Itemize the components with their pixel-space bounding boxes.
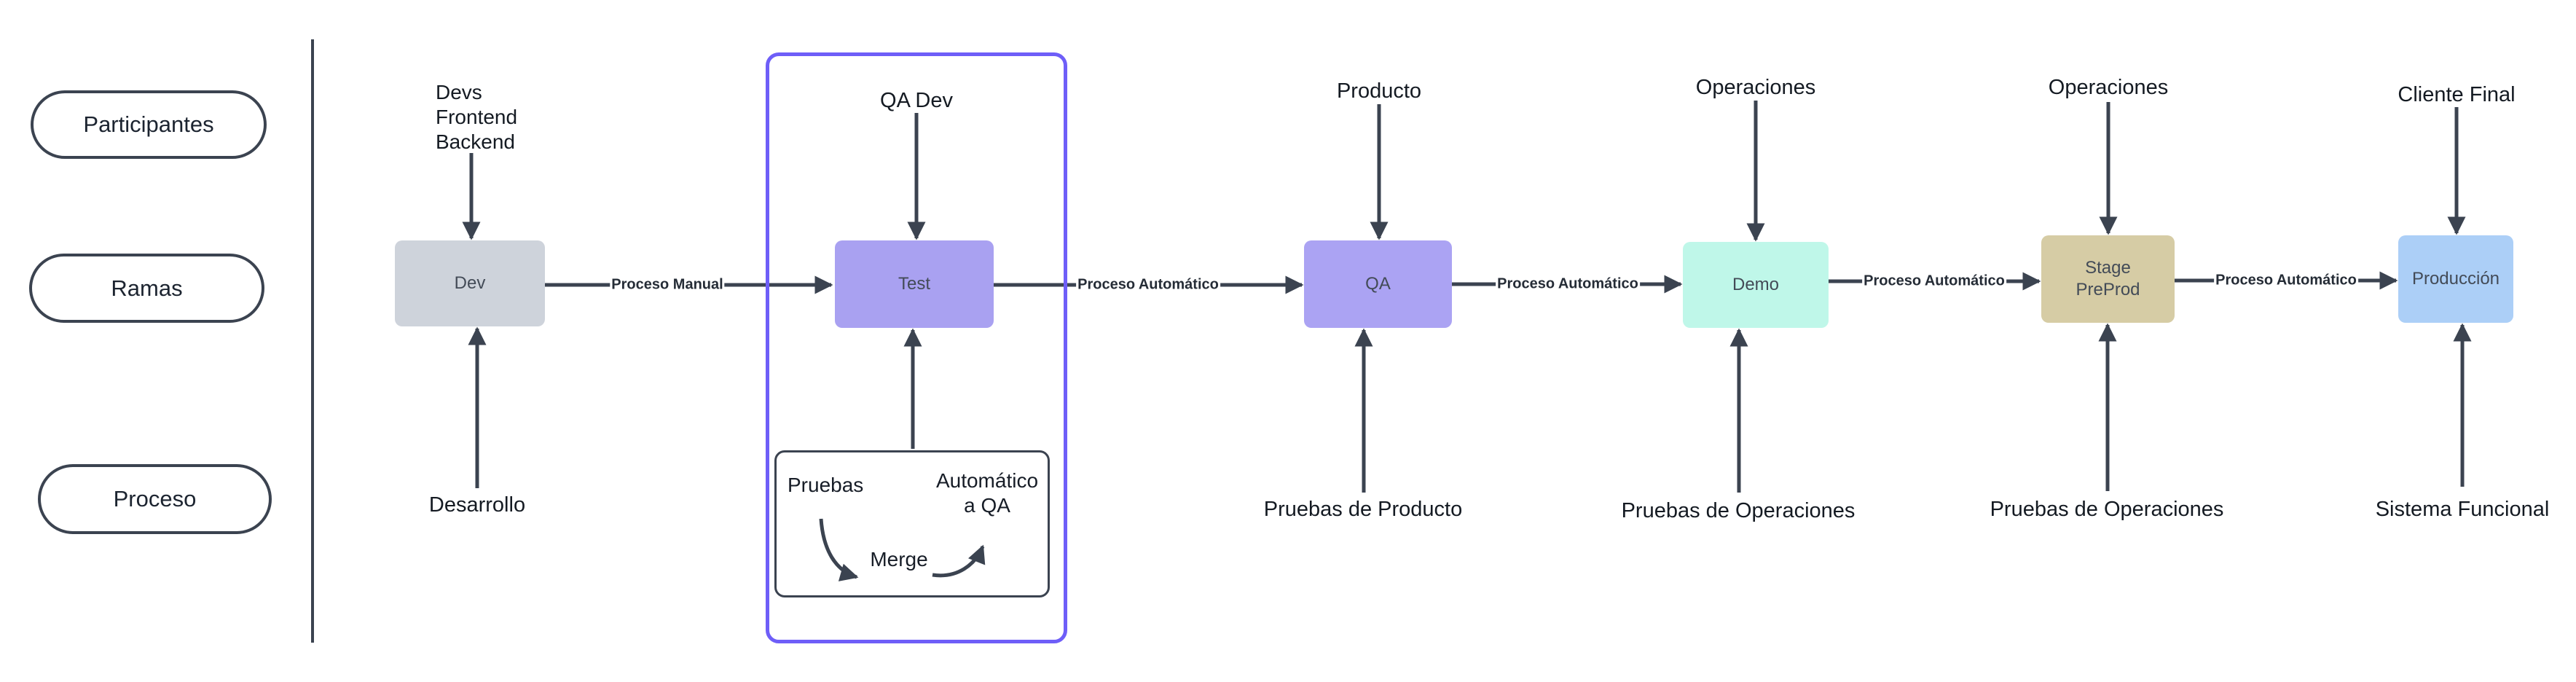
edge-label-qa-demo: Proceso Automático (1496, 275, 1640, 294)
legend-pill-participantes-label: Participantes (83, 111, 214, 137)
node-produccion: Producción (2398, 235, 2513, 323)
edge-label-demo-stage: Proceso Automático (1862, 272, 2006, 291)
edge-label-test-qa: Proceso Automático (1076, 275, 1220, 294)
test-detail-automatico-label: Automático a QA (935, 469, 1039, 517)
node-test: Test (835, 240, 994, 328)
node-stage-preprod-label: Stage PreProd (2076, 258, 2140, 299)
participant-label-test: QA Dev (880, 89, 953, 112)
process-label-stage: Pruebas de Operaciones (1990, 498, 2224, 521)
test-detail-merge-label: Merge (870, 548, 928, 571)
node-dev: Dev (395, 240, 545, 326)
process-label-qa: Pruebas de Producto (1263, 498, 1463, 521)
legend-pill-proceso-label: Proceso (113, 486, 197, 512)
participant-label-qa: Producto (1336, 79, 1422, 103)
node-demo: Demo (1683, 242, 1829, 328)
node-demo-label: Demo (1732, 275, 1780, 294)
participant-label-stage: Operaciones (2048, 76, 2169, 99)
node-qa-label: QA (1365, 274, 1391, 294)
curve-merge-to-qa (932, 544, 986, 578)
participant-label-produccion: Cliente Final (2398, 83, 2516, 106)
node-qa: QA (1304, 240, 1452, 328)
node-test-label: Test (898, 274, 930, 294)
legend-pill-ramas: Ramas (29, 254, 264, 323)
legend-pill-participantes: Participantes (31, 90, 267, 159)
legend-pill-ramas-label: Ramas (111, 275, 183, 301)
test-detail-pruebas-label: Pruebas (788, 474, 864, 496)
process-label-dev: Desarrollo (428, 493, 526, 517)
edge-label-stage-produccion: Proceso Automático (2214, 271, 2358, 290)
participant-label-dev: Devs Frontend Backend (436, 81, 518, 153)
process-label-produccion: Sistema Funcional (2375, 498, 2550, 521)
participant-label-demo: Operaciones (1695, 76, 1816, 99)
process-label-demo: Pruebas de Operaciones (1621, 499, 1856, 522)
curve-pruebas-to-merge (819, 518, 859, 581)
edge-label-dev-test: Proceso Manual (610, 275, 725, 294)
node-produccion-label: Producción (2411, 269, 2500, 289)
node-stage-preprod: Stage PreProd (2041, 235, 2175, 323)
node-dev-label: Dev (454, 273, 486, 293)
test-stage-container (766, 52, 1067, 643)
legend-pill-proceso: Proceso (38, 464, 272, 534)
